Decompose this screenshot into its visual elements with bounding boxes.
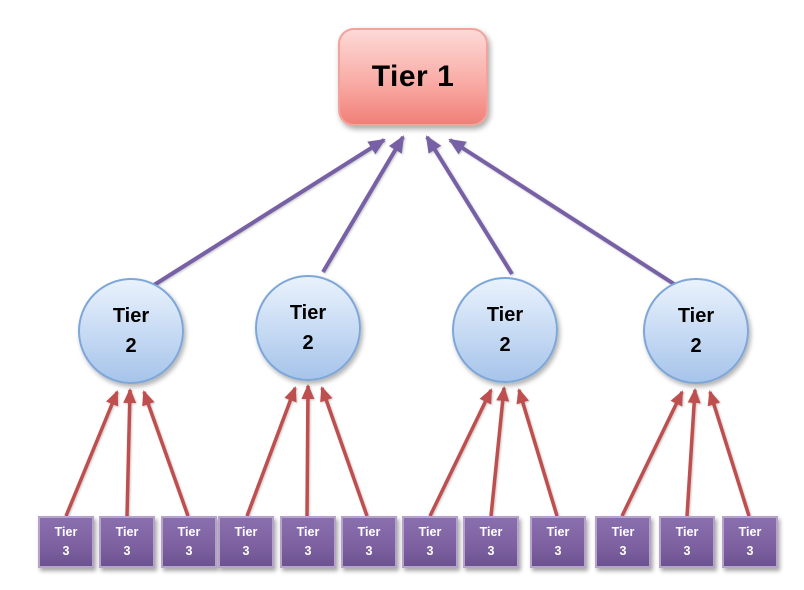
tier3-label-line1: Tier — [296, 524, 320, 539]
tier3-label-line1: Tier — [546, 524, 570, 539]
tier3-label-line2: 3 — [365, 544, 373, 558]
arrow-tier3-2-to-tier2-1 — [123, 388, 137, 517]
arrow-tier3-5-to-tier2-2 — [301, 384, 315, 517]
tier3-label-line2: 3 — [683, 544, 691, 558]
arrow-tier3-12-to-tier2-4 — [707, 390, 751, 517]
tier3-label-line1: Tier — [738, 524, 762, 539]
tier3-node-9: Tier 3 — [530, 516, 586, 568]
tier3-label-line1: Tier — [54, 524, 78, 539]
arrow-tier3-1-to-tier2-1 — [64, 390, 119, 517]
tier3-node-2: Tier 3 — [99, 516, 155, 568]
tier3-label-line1: Tier — [177, 524, 201, 539]
tier3-label-line2: 3 — [242, 544, 250, 558]
arrow-tier3-7-to-tier2-3 — [428, 388, 493, 517]
tier3-node-11: Tier 3 — [659, 516, 715, 568]
arrow-tier3-4-to-tier2-2 — [245, 386, 297, 517]
tier2-label-line1: Tier — [486, 304, 524, 326]
tier3-node-8: Tier 3 — [463, 516, 519, 568]
arrow-tier3-6-to-tier2-2 — [320, 386, 369, 517]
tier3-node-4: Tier 3 — [218, 516, 274, 568]
tier3-label-line2: 3 — [123, 544, 131, 558]
tier3-node-7: Tier 3 — [402, 516, 458, 568]
tier2-label-line2: 2 — [302, 332, 314, 354]
arrow-tier2-2-to-tier1 — [321, 135, 405, 274]
tier3-label-line2: 3 — [554, 544, 562, 558]
tier2-label-line1: Tier — [112, 305, 150, 327]
tier2-label-line2: 2 — [499, 334, 511, 356]
tier2-node-3: Tier 2 — [452, 277, 558, 383]
tier2-label-line2: 2 — [690, 335, 702, 357]
tier3-label-line1: Tier — [611, 524, 635, 539]
tier3-node-5: Tier 3 — [280, 516, 336, 568]
tier3-label-line1: Tier — [675, 524, 699, 539]
tier1-label: Tier 1 — [371, 60, 455, 93]
tier3-label-line1: Tier — [115, 524, 139, 539]
tier3-node-3: Tier 3 — [161, 516, 217, 568]
arrow-tier3-8-to-tier2-3 — [489, 386, 510, 517]
arrow-tier3-11-to-tier2-4 — [685, 388, 701, 517]
tier3-label-line2: 3 — [487, 544, 495, 558]
tier3-label-line2: 3 — [619, 544, 627, 558]
tier2-node-1: Tier 2 — [78, 278, 184, 384]
tier2-node-2: Tier 2 — [255, 275, 361, 381]
tier3-label-line2: 3 — [304, 544, 312, 558]
tier3-node-12: Tier 3 — [722, 516, 778, 568]
arrow-tier2-3-to-tier1 — [425, 135, 514, 276]
tier3-label-line2: 3 — [185, 544, 193, 558]
tier2-label-line2: 2 — [125, 335, 137, 357]
tier3-node-10: Tier 3 — [595, 516, 651, 568]
arrow-tier3-3-to-tier2-1 — [142, 390, 190, 517]
arrow-tier2-4-to-tier1 — [448, 138, 676, 286]
arrow-tier2-1-to-tier1 — [152, 138, 386, 287]
arrow-tier3-10-to-tier2-4 — [620, 390, 684, 517]
tier3-label-line1: Tier — [479, 524, 503, 539]
tier3-label-line2: 3 — [426, 544, 434, 558]
tier3-label-line2: 3 — [62, 544, 70, 558]
tier2-node-4: Tier 2 — [643, 278, 749, 384]
tier2-label-line1: Tier — [289, 302, 327, 324]
tier3-label-line1: Tier — [418, 524, 442, 539]
tier3-node-6: Tier 3 — [341, 516, 397, 568]
tier1-node: Tier 1 — [338, 28, 488, 126]
tier3-node-1: Tier 3 — [38, 516, 94, 568]
tier3-label-line1: Tier — [234, 524, 258, 539]
tier2-label-line1: Tier — [677, 305, 715, 327]
arrow-tier3-9-to-tier2-3 — [516, 388, 559, 517]
tier3-label-line1: Tier — [357, 524, 381, 539]
tier3-label-line2: 3 — [746, 544, 754, 558]
